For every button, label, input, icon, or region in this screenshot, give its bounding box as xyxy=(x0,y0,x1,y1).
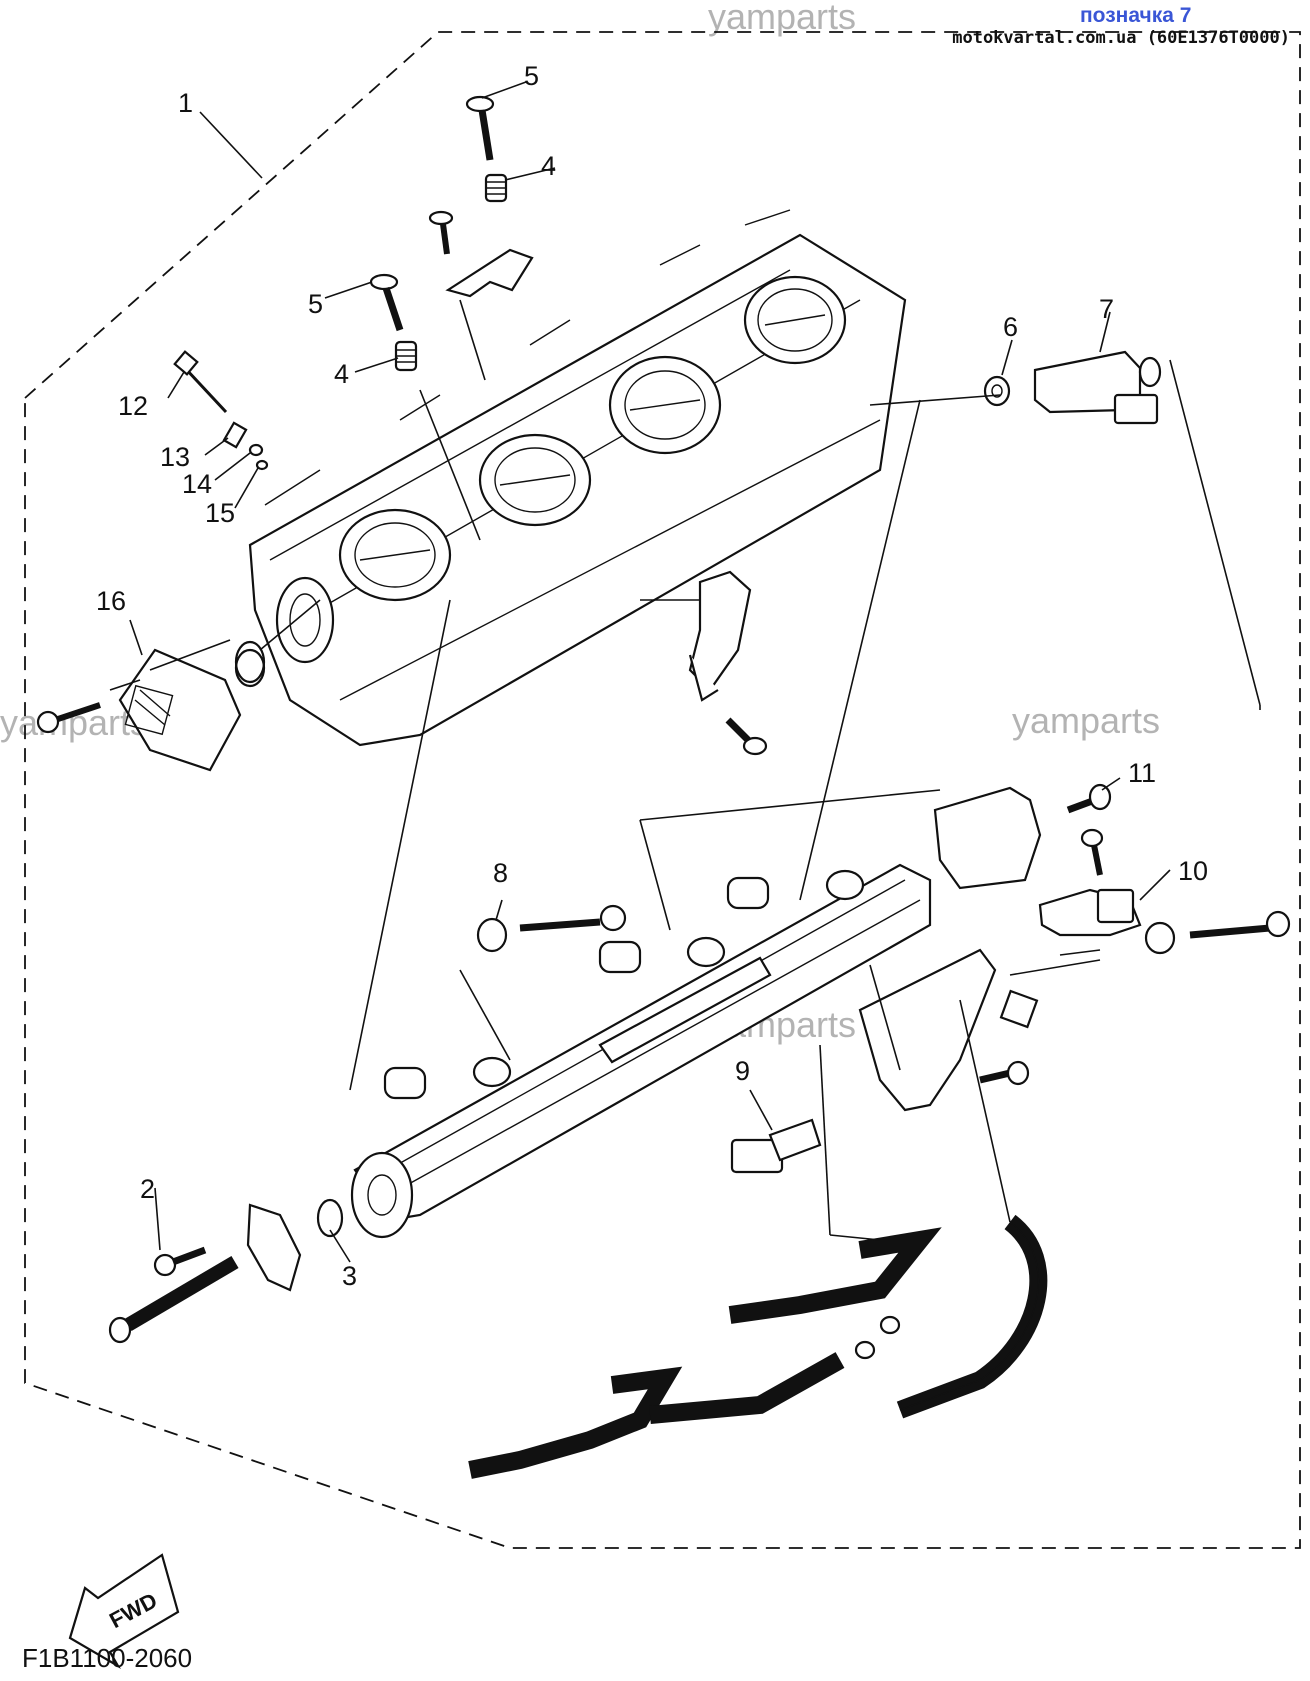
sensor-10 xyxy=(1038,888,1142,937)
washer-right xyxy=(1144,921,1176,955)
idle-screw-set xyxy=(173,350,269,471)
leader-lines xyxy=(109,81,1261,1263)
throttle-body-assembly xyxy=(248,209,907,747)
callout-13: 13 xyxy=(160,442,190,472)
rail-bracket-right xyxy=(858,948,1039,1112)
callout-7: 7 xyxy=(1099,294,1114,324)
callout-3: 3 xyxy=(342,1261,357,1291)
bracket-screw-middle xyxy=(725,717,768,756)
watermark-right: yamparts xyxy=(1012,700,1161,741)
spacer-2 xyxy=(598,940,642,974)
throttle-bore-1 xyxy=(338,508,452,602)
screw-5-top xyxy=(465,95,495,161)
watermark-top: yamparts xyxy=(708,0,857,37)
spring-4-left xyxy=(394,340,418,372)
throttle-bore-2 xyxy=(478,433,592,527)
callout-11: 11 xyxy=(1128,758,1156,788)
hose-set xyxy=(468,1214,1048,1479)
throttle-bore-3 xyxy=(608,355,722,455)
callout-16: 16 xyxy=(96,586,126,616)
washer-6 xyxy=(983,375,1011,407)
callout-9: 9 xyxy=(735,1056,750,1086)
diagram-code: F1B1100-2060 xyxy=(22,1643,193,1673)
link-bracket-middle xyxy=(688,570,752,702)
callout-14: 14 xyxy=(182,469,212,499)
spacer-3 xyxy=(383,1066,427,1100)
sensor-7 xyxy=(1033,350,1162,425)
diagram-mark-label: позначка 7 xyxy=(1080,4,1192,27)
linkage-bracket-top xyxy=(445,248,534,298)
washer-8 xyxy=(476,917,508,953)
callout-12: 12 xyxy=(118,391,148,421)
fuel-rail xyxy=(350,863,932,1239)
tps-o-ring xyxy=(234,640,266,684)
throttle-bore-4 xyxy=(743,275,847,365)
callout-5-left: 5 xyxy=(308,289,323,319)
callout-15: 15 xyxy=(205,498,235,528)
callout-numbers: 1 2 3 4 4 5 5 6 7 8 9 10 11 12 13 14 15 … xyxy=(96,61,1208,1291)
throttle-position-sensor xyxy=(118,648,266,772)
bracket-screw-top xyxy=(428,210,454,255)
tps-screw xyxy=(36,702,101,734)
callout-6: 6 xyxy=(1003,312,1018,342)
screw-10 xyxy=(1080,828,1104,876)
callout-1: 1 xyxy=(178,88,193,118)
screw-11 xyxy=(1066,783,1112,814)
forward-arrow-icon: FWD xyxy=(68,1553,180,1670)
callout-5-top: 5 xyxy=(524,61,539,91)
bolt-right xyxy=(1189,910,1291,939)
o-ring-3 xyxy=(316,1198,344,1238)
bracket-11 xyxy=(933,786,1042,890)
bolt-8 xyxy=(519,904,627,932)
callout-4-top: 4 xyxy=(541,151,556,181)
spacer-1 xyxy=(726,876,770,910)
callout-2: 2 xyxy=(140,1174,155,1204)
callout-4-left: 4 xyxy=(334,359,349,389)
spring-4-top xyxy=(484,173,508,203)
callout-8: 8 xyxy=(493,858,508,888)
bracket-screw-right xyxy=(979,1060,1030,1086)
site-reference: motokvartal.com.ua (60E1376T0000) xyxy=(952,28,1290,48)
pressure-regulator xyxy=(108,1203,302,1344)
screw-5-left xyxy=(369,273,404,332)
assembly-boundary xyxy=(24,31,1301,1549)
screw-2 xyxy=(153,1246,207,1277)
sensor-9 xyxy=(730,1118,822,1174)
callout-10: 10 xyxy=(1178,856,1208,886)
